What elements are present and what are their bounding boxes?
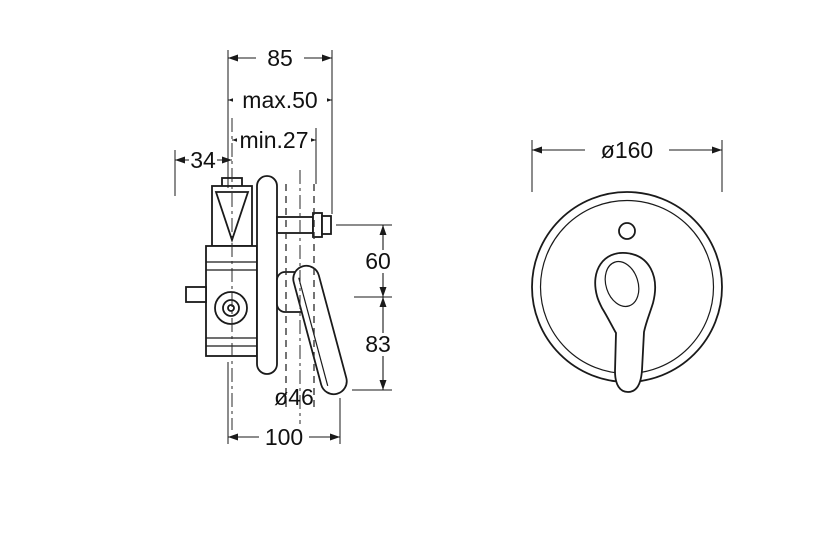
plate-diameter-label: ø160 bbox=[601, 137, 653, 163]
cartridge-screw bbox=[227, 304, 235, 312]
body-offset-label: 34 bbox=[190, 147, 216, 173]
handle-side bbox=[276, 264, 348, 396]
cartridge-circle-outer bbox=[214, 291, 248, 325]
pipe-diameter-label: ø46 bbox=[274, 384, 314, 410]
lever-cap-seam bbox=[604, 260, 640, 308]
overall-width-label: 100 bbox=[265, 424, 303, 450]
front-view: ø160 bbox=[531, 137, 723, 393]
funnel-detail bbox=[214, 191, 250, 243]
dim-outlet-spacing: 60 bbox=[361, 225, 395, 297]
overall-depth-label: 85 bbox=[267, 45, 293, 71]
max-recess-label: max.50 bbox=[242, 87, 317, 113]
min-recess-label: min.27 bbox=[239, 127, 308, 153]
lever-handle-front bbox=[594, 252, 656, 393]
dim-overall-width: 100 bbox=[228, 424, 340, 450]
dim-max-recess: max.50 bbox=[228, 87, 332, 113]
extension-lines bbox=[174, 50, 392, 444]
outlet-spacing-label: 60 bbox=[365, 248, 391, 274]
inlet-stub bbox=[185, 286, 207, 303]
handle-blade bbox=[292, 264, 348, 396]
dim-overall-depth: 85 bbox=[228, 45, 332, 71]
cartridge-circle-inner bbox=[222, 299, 240, 317]
dim-plate-diameter: ø160 bbox=[531, 137, 723, 192]
handle-clearance-label: 83 bbox=[365, 331, 391, 357]
escutcheon-side bbox=[256, 175, 278, 375]
hidden-pipe-dashed bbox=[285, 184, 315, 410]
outlet-pipe bbox=[276, 212, 332, 238]
dim-min-recess: min.27 bbox=[232, 127, 316, 153]
valve-body bbox=[185, 177, 258, 357]
diverter-button bbox=[618, 222, 636, 240]
dim-body-offset: 34 bbox=[175, 147, 232, 173]
side-view: 85 max.50 min.27 34 bbox=[174, 45, 395, 450]
dim-handle-clearance: 83 bbox=[361, 297, 395, 390]
